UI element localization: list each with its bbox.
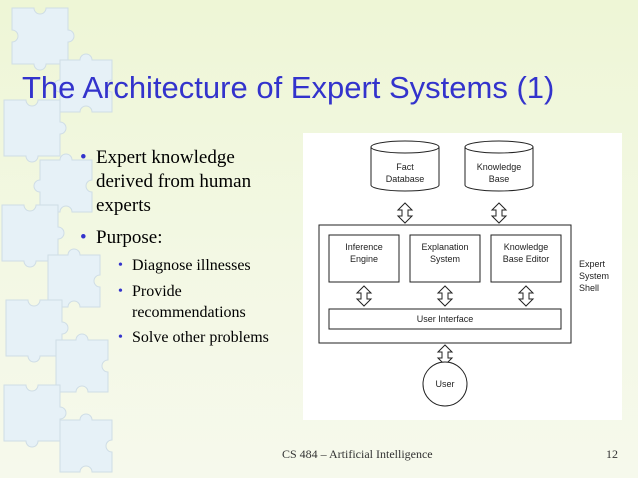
knowledge-base-editor-label: Knowledge [504,242,549,252]
fact-database-label: Database [386,174,425,184]
double-arrow-icon [398,203,412,223]
sub-bullet-text: recommendations [132,302,246,323]
fact-database-cylinder: Fact Database [371,141,439,191]
sub-bullet-item: • Diagnose illnesses [132,255,251,276]
user-label: User [435,379,454,389]
fact-database-label: Fact [396,162,414,172]
knowledge-base-label: Base [489,174,510,184]
sub-bullet-text: Solve other problems [132,327,269,348]
footer-course: CS 484 – Artificial Intelligence [282,447,433,462]
knowledge-base-cylinder: Knowledge Base [465,141,533,191]
user-interface-label: User Interface [417,314,474,324]
explanation-system-label: System [430,254,460,264]
shell-label: Expert [579,259,606,269]
architecture-diagram: Fact Database Knowledge Base Inference E… [303,133,622,420]
sub-bullet-text: Provide [132,281,246,302]
knowledge-base-label: Knowledge [477,162,522,172]
inference-engine-label: Engine [350,254,378,264]
double-arrow-icon [492,203,506,223]
slide-title: The Architecture of Expert Systems (1) [22,68,632,108]
sub-bullet-item: • Provide recommendations [132,281,246,323]
sub-bullet-item: • Solve other problems [132,327,269,348]
knowledge-base-editor-label: Base Editor [503,254,550,264]
page-number: 12 [606,447,618,462]
explanation-system-label: Explanation [421,242,468,252]
inference-engine-label: Inference [345,242,383,252]
sub-bullet-text: Diagnose illnesses [132,255,251,276]
shell-label: System [579,271,609,281]
shell-label: Shell [579,283,599,293]
